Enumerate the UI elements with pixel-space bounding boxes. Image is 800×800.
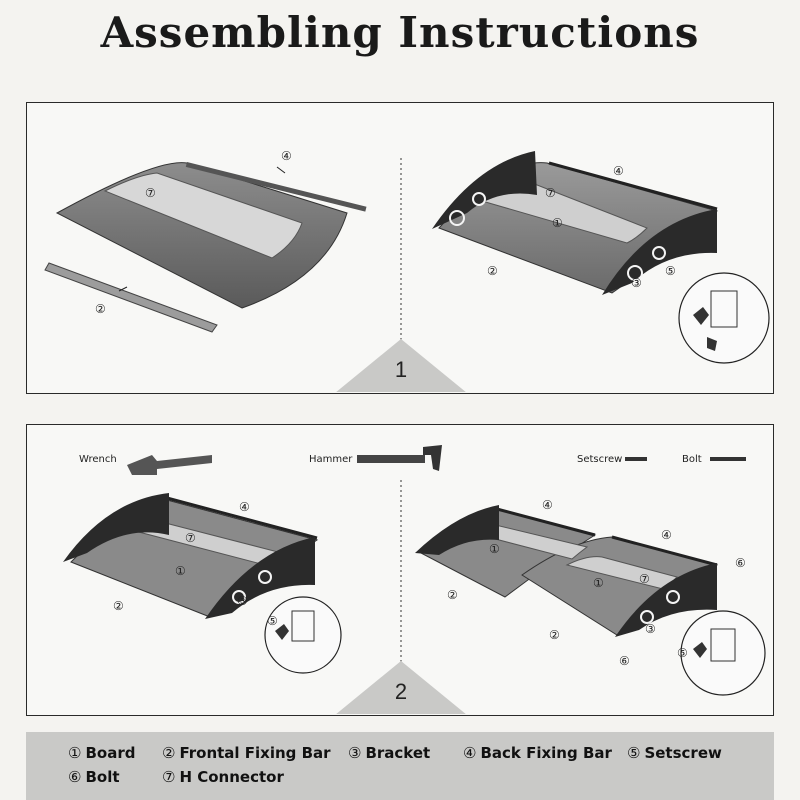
assembled-awning-drawing bbox=[432, 151, 770, 364]
setscrew-icon bbox=[625, 457, 647, 461]
board-parts-drawing bbox=[44, 162, 367, 333]
callout-1: ① bbox=[552, 216, 563, 230]
callout-5b: ⑤ bbox=[267, 614, 278, 628]
joined-awnings-drawing bbox=[415, 505, 766, 696]
callout-7: ⑦ bbox=[145, 186, 156, 200]
callout-2e: ② bbox=[549, 628, 560, 642]
step-number: 1 bbox=[394, 357, 408, 382]
step-number: 2 bbox=[394, 679, 408, 704]
step-2-panel: Wrench Hammer Setscrew Bolt ④ ⑦ ① ② ③ bbox=[26, 424, 774, 716]
callout-2b: ② bbox=[487, 264, 498, 278]
callout-7c: ⑦ bbox=[185, 531, 196, 545]
bolt-label: Bolt bbox=[682, 454, 702, 465]
callout-2d: ② bbox=[447, 588, 458, 602]
step-marker-triangle bbox=[336, 339, 466, 392]
callout-4: ④ bbox=[281, 149, 292, 163]
bolt-icon bbox=[710, 457, 746, 461]
callout-5: ⑤ bbox=[665, 264, 676, 278]
callout-7d: ⑦ bbox=[639, 572, 650, 586]
callout-3b: ③ bbox=[237, 594, 248, 608]
single-awning-drawing bbox=[63, 493, 342, 674]
callout-3: ③ bbox=[631, 276, 642, 290]
callout-1d: ① bbox=[593, 576, 604, 590]
callout-4d: ④ bbox=[542, 498, 553, 512]
setscrew-label: Setscrew bbox=[577, 454, 622, 465]
step-1-illustration: ④ ⑦ ② ④ ⑦ ① ② ③ ⑤ bbox=[44, 149, 770, 392]
wrench-icon bbox=[127, 455, 212, 475]
callout-5c: ⑤ bbox=[677, 646, 688, 660]
page-title: Assembling Instructions bbox=[100, 8, 700, 57]
callout-7b: ⑦ bbox=[545, 186, 556, 200]
callout-1b: ① bbox=[175, 564, 186, 578]
callout-3c: ③ bbox=[645, 622, 656, 636]
step-marker-triangle bbox=[336, 661, 466, 714]
hammer-icon bbox=[357, 445, 442, 471]
callout-2c: ② bbox=[113, 599, 124, 613]
callout-4b: ④ bbox=[613, 164, 624, 178]
wrench-label: Wrench bbox=[79, 454, 117, 465]
step-1-panel: ④ ⑦ ② ④ ⑦ ① ② ③ ⑤ 1 bbox=[26, 102, 774, 394]
callout-6b: ⑥ bbox=[735, 556, 746, 570]
callout-4c: ④ bbox=[239, 500, 250, 514]
step-2-illustration: Wrench Hammer Setscrew Bolt ④ ⑦ ① ② ③ bbox=[63, 445, 766, 714]
hammer-label: Hammer bbox=[309, 454, 353, 465]
callout-2: ② bbox=[95, 302, 106, 316]
callout-6: ⑥ bbox=[619, 654, 630, 668]
callout-4e: ④ bbox=[661, 528, 672, 542]
callout-1c: ① bbox=[489, 542, 500, 556]
